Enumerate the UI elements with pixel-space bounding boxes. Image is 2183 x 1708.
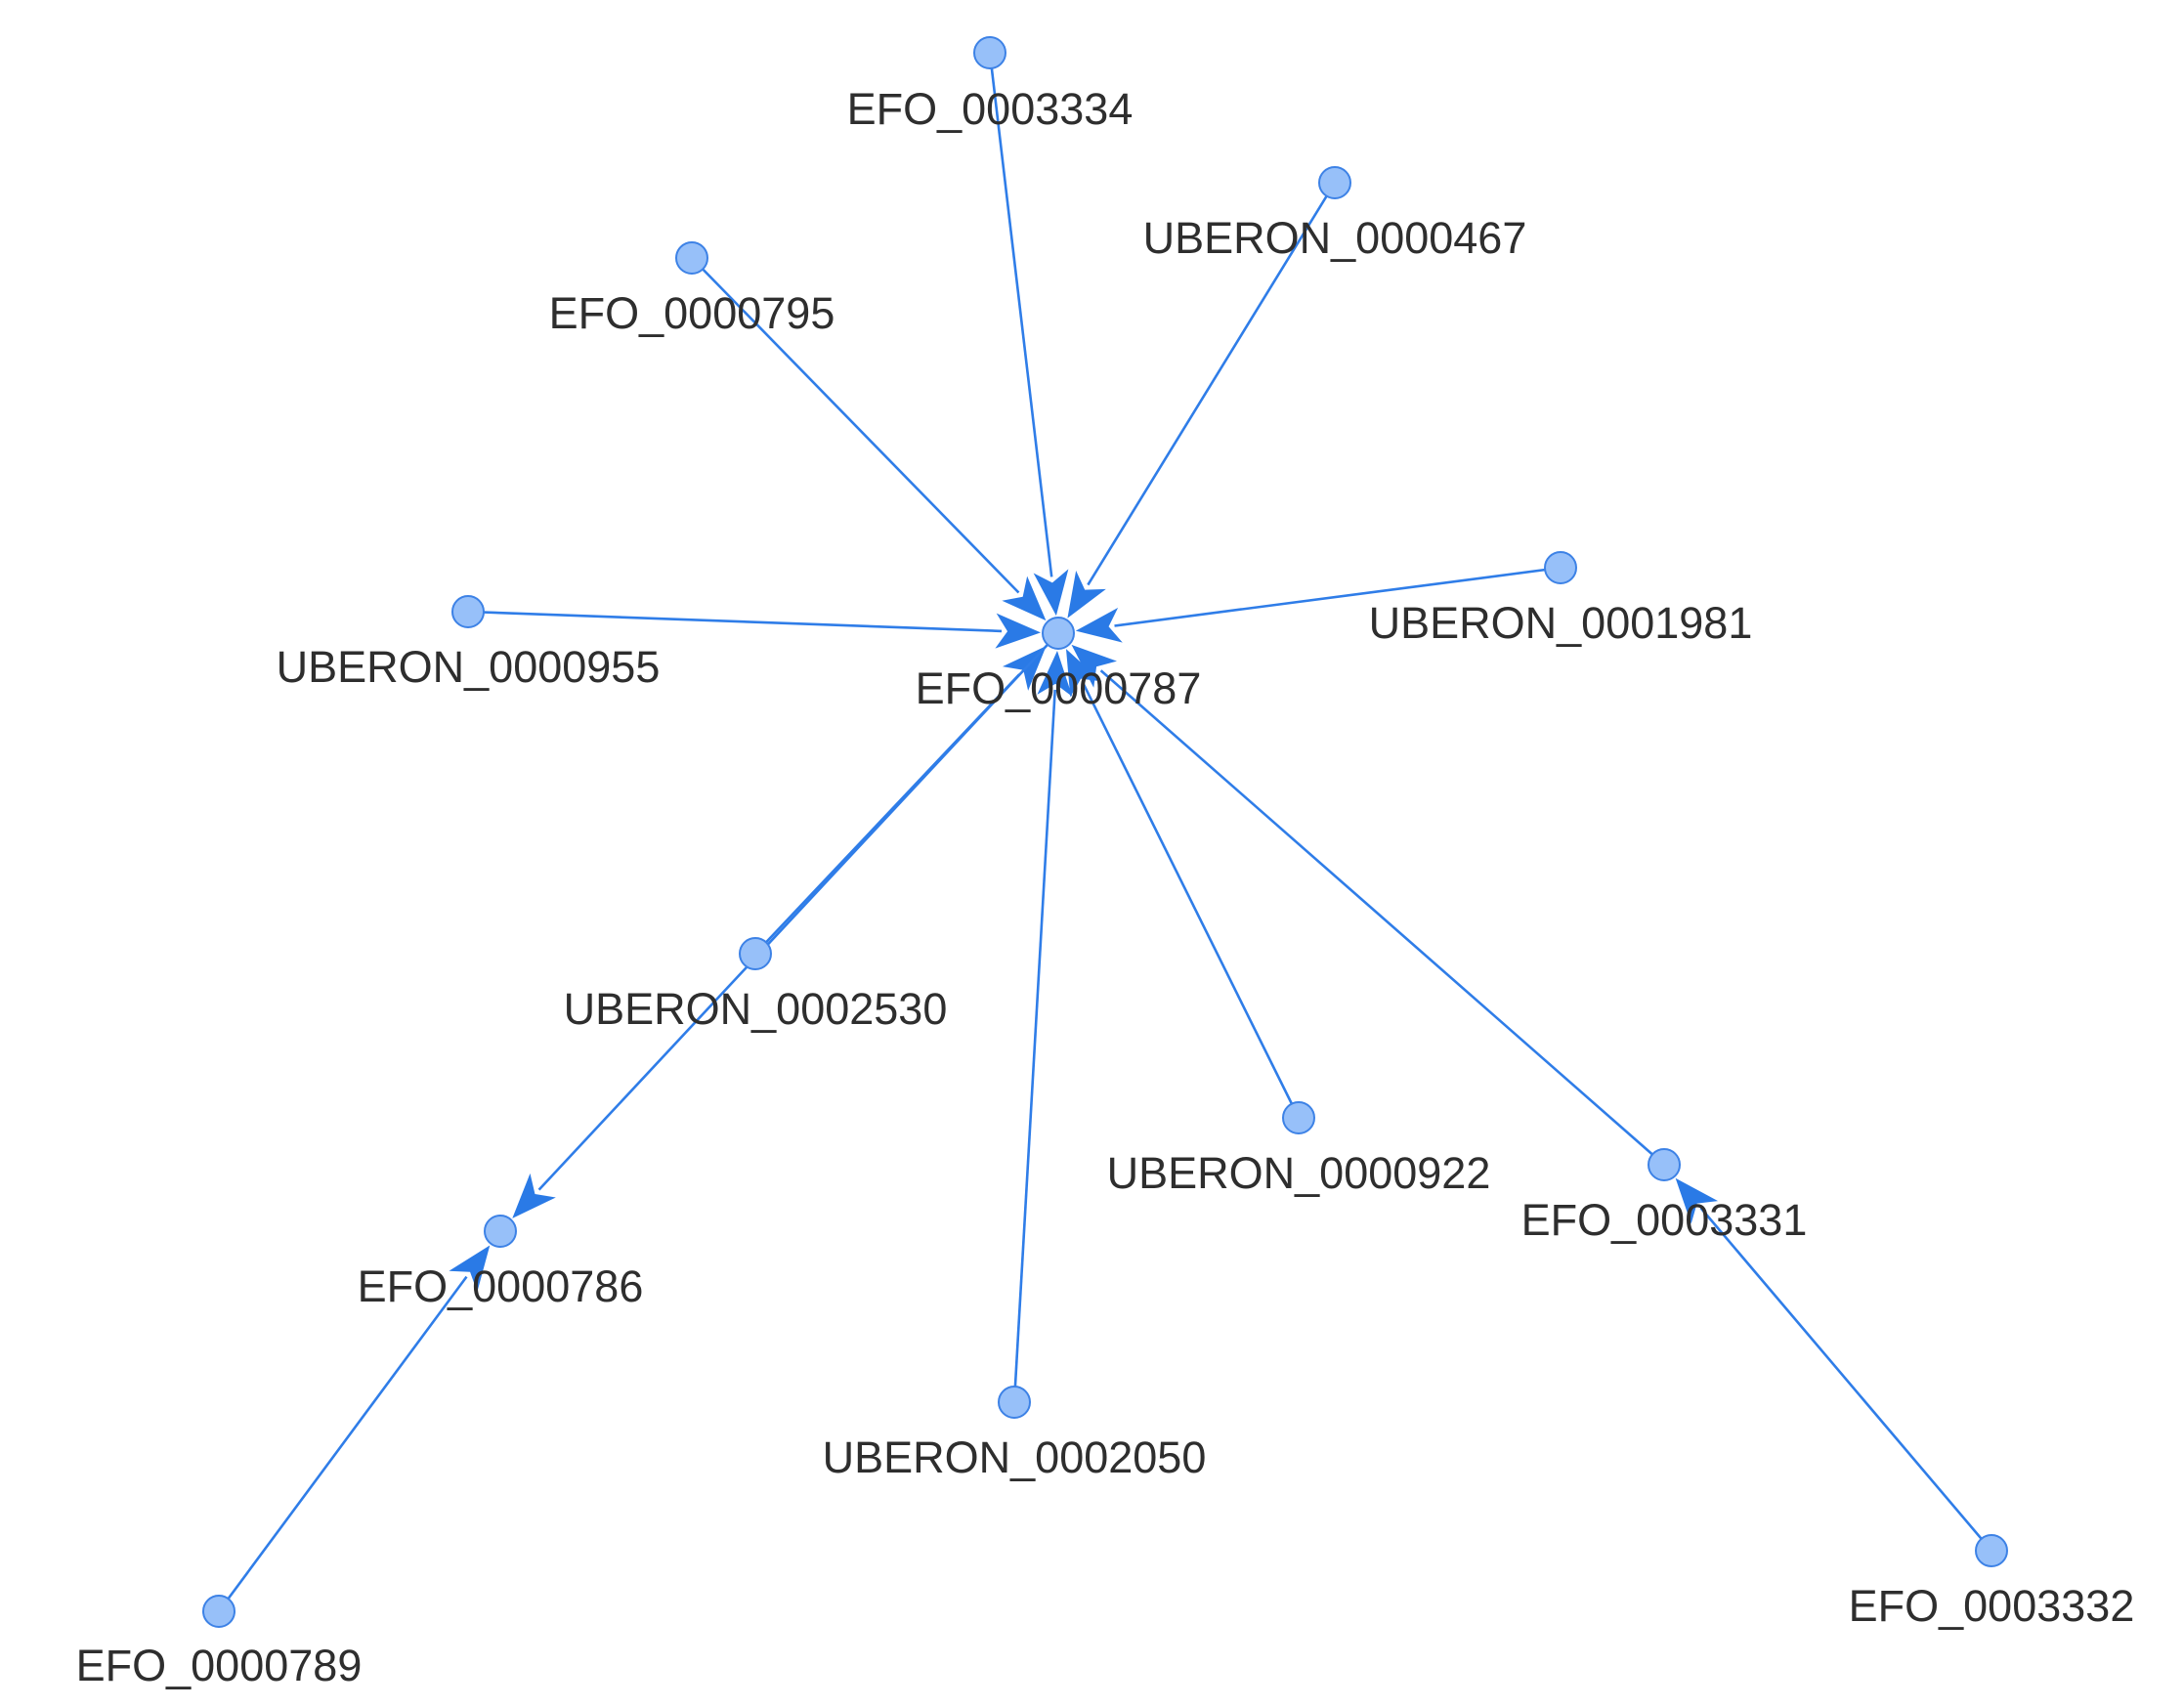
edge-efo-0003331-to-efo-0000787[interactable] bbox=[1099, 669, 1665, 1166]
node-label-efo-0000789: EFO_0000789 bbox=[76, 1641, 363, 1690]
edge-uberon-0002050-to-efo-0000787[interactable] bbox=[1012, 689, 1056, 1403]
node-efo-0003334[interactable] bbox=[973, 36, 1006, 69]
node-efo-0000789[interactable] bbox=[202, 1595, 235, 1628]
node-uberon-0002530[interactable] bbox=[739, 937, 772, 970]
node-label-uberon-0000467: UBERON_0000467 bbox=[1143, 213, 1527, 263]
arrowhead-uberon-0002050-to-efo-0000787 bbox=[1037, 650, 1073, 697]
node-uberon-0000922[interactable] bbox=[1282, 1101, 1315, 1134]
arrowhead-uberon-0000922-to-efo-0000787 bbox=[1065, 649, 1102, 698]
edge-efo-0003334-to-efo-0000787[interactable] bbox=[988, 52, 1053, 577]
arrowhead-efo-0000795-to-efo-0000787 bbox=[1002, 576, 1047, 621]
edge-uberon-0000922-to-efo-0000787[interactable] bbox=[1082, 683, 1301, 1119]
node-uberon-0002050[interactable] bbox=[998, 1386, 1031, 1419]
node-label-efo-0000795: EFO_0000795 bbox=[549, 288, 835, 338]
node-uberon-0001981[interactable] bbox=[1544, 551, 1577, 584]
node-label-uberon-0000955: UBERON_0000955 bbox=[277, 642, 661, 692]
arrowhead-efo-0003332-to-efo-0003331 bbox=[1675, 1177, 1719, 1224]
node-label-efo-0003334: EFO_0003334 bbox=[847, 84, 1134, 134]
node-label-uberon-0002530: UBERON_0002530 bbox=[564, 984, 948, 1034]
node-uberon-0000955[interactable] bbox=[451, 595, 485, 628]
edges-layer bbox=[217, 52, 1992, 1612]
edge-efo-0003332-to-efo-0003331[interactable] bbox=[1699, 1207, 1992, 1552]
node-label-uberon-0001981: UBERON_0001981 bbox=[1369, 598, 1753, 648]
node-label-efo-0003332: EFO_0003332 bbox=[1849, 1581, 2135, 1631]
arrowhead-efo-0000787-to-efo-0000786 bbox=[512, 1173, 556, 1218]
node-efo-0000795[interactable] bbox=[675, 241, 708, 275]
arrowhead-efo-0003331-to-efo-0000787 bbox=[1071, 644, 1117, 688]
arrowhead-uberon-0000467-to-efo-0000787 bbox=[1067, 571, 1106, 619]
node-efo-0003332[interactable] bbox=[1975, 1534, 2008, 1567]
arrowhead-uberon-0001981-to-efo-0000787 bbox=[1075, 607, 1123, 643]
nodes-layer bbox=[202, 36, 2008, 1628]
node-label-efo-0000786: EFO_0000786 bbox=[358, 1261, 644, 1311]
node-uberon-0000467[interactable] bbox=[1318, 166, 1351, 199]
node-label-efo-0003331: EFO_0003331 bbox=[1521, 1195, 1808, 1245]
node-efo-0000786[interactable] bbox=[484, 1215, 517, 1248]
edge-uberon-0001981-to-efo-0000787[interactable] bbox=[1114, 566, 1562, 627]
node-label-uberon-0002050: UBERON_0002050 bbox=[823, 1432, 1207, 1482]
edge-uberon-0000467-to-efo-0000787[interactable] bbox=[1087, 182, 1337, 586]
node-efo-0003331[interactable] bbox=[1648, 1148, 1681, 1181]
edge-efo-0000789-to-efo-0000786[interactable] bbox=[217, 1275, 468, 1612]
arrowhead-efo-0000789-to-efo-0000786 bbox=[449, 1245, 491, 1293]
arrowhead-efo-0003334-to-efo-0000787 bbox=[1033, 569, 1069, 617]
node-label-efo-0000787: EFO_0000787 bbox=[916, 663, 1202, 713]
edge-uberon-0000955-to-efo-0000787[interactable] bbox=[467, 610, 1003, 633]
edge-efo-0000787-to-efo-0000786[interactable] bbox=[537, 632, 1059, 1191]
arrowhead-uberon-0000955-to-efo-0000787 bbox=[995, 613, 1042, 649]
node-label-uberon-0000922: UBERON_0000922 bbox=[1107, 1148, 1491, 1198]
labels-layer: EFO_0000787 EFO_0003334UBERON_0000467EFO_… bbox=[76, 84, 2135, 1690]
edge-efo-0000795-to-efo-0000787[interactable] bbox=[691, 257, 1020, 594]
node-efo-0000787[interactable] bbox=[1042, 617, 1075, 650]
